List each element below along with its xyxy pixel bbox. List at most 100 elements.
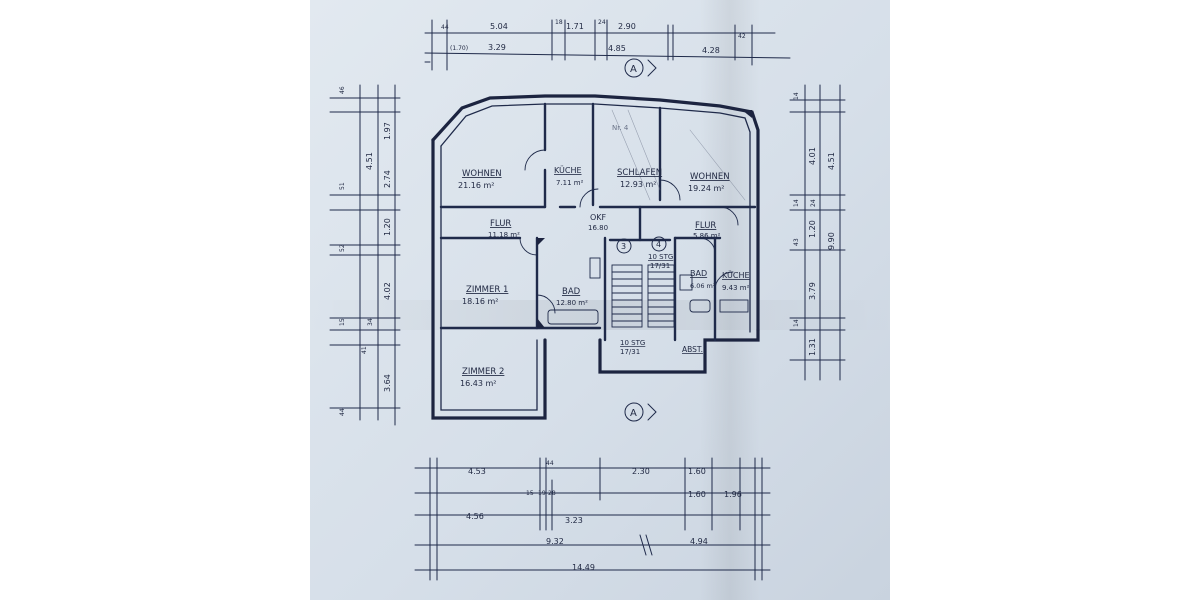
room-area: 12.80 m²: [556, 299, 588, 307]
pencil-note: Nr. 4: [612, 124, 629, 132]
pencil-hatch: [611, 109, 746, 201]
dim-top-6: 2.90: [618, 22, 636, 31]
left-dimension-lines: [329, 84, 401, 426]
room-kueche-right: KÜCHE 9.43 m²: [722, 270, 750, 292]
room-area: 5.86 m²: [693, 232, 721, 240]
stair-sub: 17/31: [620, 348, 640, 356]
section-label-top: A: [630, 64, 637, 75]
unit-number-left: 3: [621, 242, 626, 251]
dim-left-6: 44: [339, 408, 346, 416]
room-name: WOHNEN: [690, 172, 730, 182]
room-area: 12.93 m²: [620, 180, 656, 189]
dim-left-13: 3.64: [383, 374, 392, 392]
room-name: WOHNEN: [462, 169, 502, 179]
room-name: FLUR: [490, 219, 511, 229]
room-bad-right: BAD 6.06 m²: [690, 269, 716, 290]
dim-left-8: 1.97: [383, 122, 392, 140]
stair-label: 10 STG: [648, 253, 673, 261]
dim-top-2: 5.04: [490, 22, 508, 31]
room-name: ZIMMER 1: [466, 285, 508, 295]
dim-left-12: 34: [367, 318, 374, 326]
dim-bottom-6: 19: [538, 490, 546, 497]
room-wohnen-right: WOHNEN 19.24 m²: [688, 172, 730, 193]
dim-left-10: 1.20: [383, 218, 392, 236]
section-marker-top: [624, 58, 644, 78]
unit-circle-right: [651, 236, 667, 252]
room-name: BAD: [562, 287, 581, 297]
dim-top-7: (1.70): [450, 45, 468, 52]
dim-right-4: 14: [793, 319, 800, 327]
stair-upper-label: 10 STG 17/31: [648, 253, 673, 270]
room-zimmer1: ZIMMER 1 18.16 m²: [462, 285, 508, 306]
dim-top-3: 18: [555, 19, 563, 26]
inner-walls: [439, 102, 757, 342]
dim-left-3: 52: [339, 244, 346, 252]
unit-circle-left: [616, 238, 632, 254]
dim-top-8: 3.29: [488, 43, 506, 52]
dim-right-6: 24: [810, 199, 817, 207]
room-area: 6.06 m²: [690, 282, 716, 290]
dim-right-9: 1.31: [808, 338, 817, 356]
dim-bottom-1: 4.53: [468, 467, 486, 476]
dim-top-1: 44: [441, 24, 449, 31]
dim-top-11: 42: [738, 33, 746, 40]
dim-bottom-14: 14.49: [572, 563, 595, 572]
dim-left-2: 51: [339, 182, 346, 190]
room-flur-right: FLUR 5.86 m²: [693, 221, 721, 240]
bath-fixtures: [547, 257, 749, 325]
dim-left-5: 41: [361, 346, 368, 354]
dim-right-10: 4.51: [827, 152, 836, 170]
dim-bottom-13: 4.94: [690, 537, 708, 546]
section-arrow-top: [647, 59, 657, 77]
door-swings: [519, 149, 739, 314]
outer-walls: [431, 94, 760, 420]
room-name: KÜCHE: [554, 165, 582, 175]
dim-bottom-11: 3.23: [565, 516, 583, 525]
room-name: ABST.: [682, 345, 703, 354]
dim-bottom-2: 44: [546, 460, 554, 467]
dim-bottom-3: 2.30: [632, 467, 650, 476]
staircase: [611, 264, 675, 328]
dim-top-5: 24: [598, 19, 606, 26]
dim-top-4: 1.71: [566, 22, 584, 31]
stair-lower-label: 10 STG 17/31: [620, 339, 645, 356]
dim-bottom-10: 4.56: [466, 512, 484, 521]
room-schlafen: SCHLAFEN 12.93 m² Nr. 4: [612, 124, 662, 189]
top-dimension-lines: [424, 19, 791, 71]
room-flur-left: FLUR 11.18 m²: [488, 219, 520, 239]
dim-left-9: 2.74: [383, 170, 392, 188]
room-bad-left: BAD 12.80 m²: [556, 287, 588, 307]
dim-right-8: 3.79: [808, 282, 817, 300]
dim-left-11: 4.02: [383, 282, 392, 300]
dim-bottom-7: 28: [548, 490, 556, 497]
room-area: 18.16 m²: [462, 297, 498, 306]
room-wohnen-left: WOHNEN 21.16 m²: [458, 169, 502, 190]
room-area: 11.18 m²: [488, 231, 520, 239]
dim-left-4: 15: [339, 318, 346, 326]
stair-label: 10 STG: [620, 339, 645, 347]
dim-bottom-8: 1.60: [688, 490, 706, 499]
dim-right-3: 43: [793, 238, 800, 246]
dim-bottom-12: 9.32: [546, 537, 564, 546]
chimney-marks: [537, 110, 752, 328]
room-name: OKF: [590, 213, 607, 222]
room-name: FLUR: [695, 221, 716, 231]
room-area: 9.43 m²: [722, 284, 750, 292]
room-okf: OKF 16.80: [588, 213, 608, 232]
room-name: BAD: [690, 269, 707, 278]
bottom-dimension-lines: [414, 457, 771, 581]
dim-bottom-5: 15: [526, 490, 534, 497]
paper-fold-2: [300, 300, 900, 330]
room-area: 16.80: [588, 224, 608, 232]
room-name: SCHLAFEN: [617, 168, 662, 178]
right-dimension-lines: [789, 84, 846, 381]
dim-right-11: 9.90: [827, 232, 836, 250]
unit-number-right: 4: [656, 240, 661, 249]
dim-bottom-9: 1.96: [724, 490, 742, 499]
section-marker-bottom: [624, 402, 644, 422]
room-area: 16.43 m²: [460, 379, 496, 388]
dim-right-2: 14: [793, 199, 800, 207]
dim-left-1: 46: [339, 86, 346, 94]
dim-right-5: 4.01: [808, 147, 817, 165]
